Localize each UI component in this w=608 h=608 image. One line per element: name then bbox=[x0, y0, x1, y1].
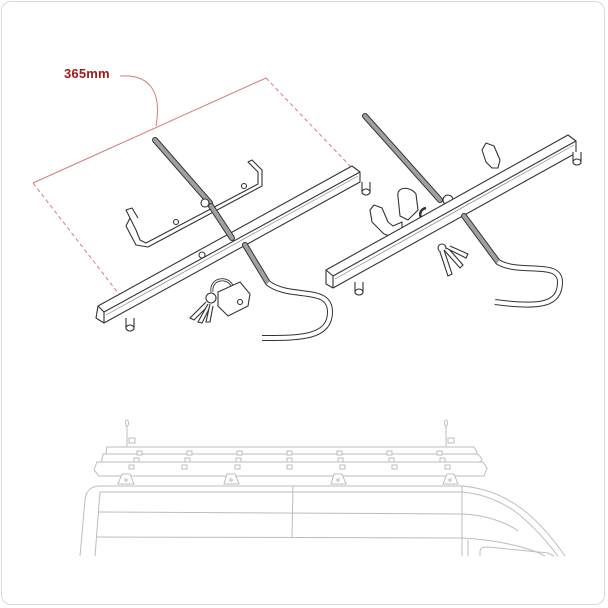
van-roof-rack bbox=[79, 419, 566, 557]
keys-icon bbox=[437, 243, 469, 277]
dimension-guides bbox=[32, 75, 353, 299]
right-clamp bbox=[325, 113, 582, 308]
dimension-label: 365mm bbox=[64, 66, 110, 81]
padlock-icon bbox=[189, 278, 251, 324]
left-clamp bbox=[95, 137, 371, 341]
